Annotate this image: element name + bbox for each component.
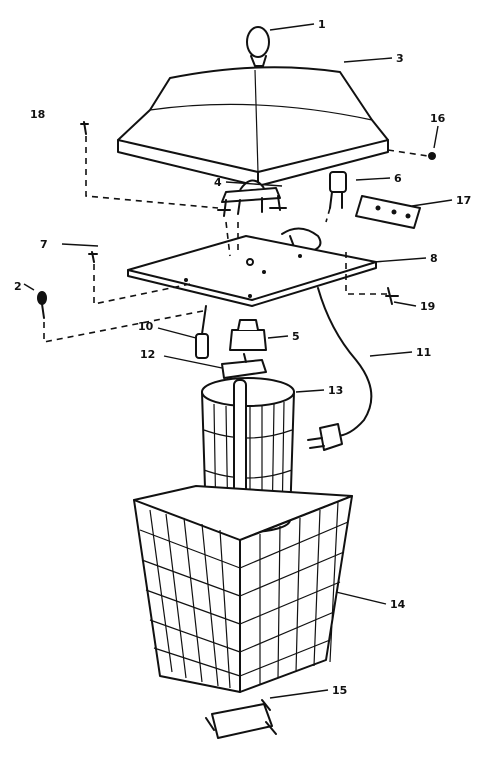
callout-13: 13 bbox=[328, 384, 343, 397]
callout-8: 8 bbox=[430, 252, 438, 265]
callout-labels: 1 2 3 4 5 6 7 8 10 11 12 13 14 15 16 17 … bbox=[14, 18, 471, 697]
part-12-lamp-clip bbox=[221, 353, 267, 379]
part-15-ballast bbox=[205, 699, 277, 739]
callout-17: 17 bbox=[456, 194, 471, 207]
part-8-chassis-plate bbox=[127, 221, 377, 307]
leader-lines bbox=[23, 23, 453, 699]
part-17-terminal-block bbox=[355, 195, 421, 229]
callout-19: 19 bbox=[420, 300, 435, 313]
callout-14: 14 bbox=[390, 598, 406, 611]
part-19-screw bbox=[345, 252, 399, 305]
callout-11: 11 bbox=[416, 346, 431, 359]
part-1-hanging-ring bbox=[246, 26, 270, 67]
callout-15: 15 bbox=[332, 684, 347, 697]
part-18-screw bbox=[80, 121, 219, 209]
part-16-screw bbox=[387, 149, 436, 160]
part-11-power-cord bbox=[307, 287, 373, 451]
callout-7: 7 bbox=[40, 238, 48, 251]
callout-4: 4 bbox=[214, 176, 222, 189]
part-2-screw bbox=[37, 291, 209, 343]
callout-16: 16 bbox=[430, 112, 446, 125]
part-5-lamp-socket bbox=[229, 319, 267, 351]
callout-6: 6 bbox=[394, 172, 402, 185]
part-7-screw bbox=[88, 251, 191, 305]
part-4-socket-bracket bbox=[217, 179, 287, 217]
part-6-switch bbox=[325, 171, 347, 223]
callout-3: 3 bbox=[396, 52, 404, 65]
part-13-grid-cylinder bbox=[201, 377, 295, 533]
callout-18: 18 bbox=[30, 108, 45, 121]
callout-5: 5 bbox=[292, 330, 300, 343]
callout-12: 12 bbox=[140, 348, 155, 361]
part-3-hood bbox=[117, 66, 389, 187]
part-10-capacitor bbox=[195, 305, 209, 359]
callout-10: 10 bbox=[138, 320, 154, 333]
part-14-outer-cage bbox=[133, 485, 353, 693]
callout-1: 1 bbox=[318, 18, 326, 31]
callout-2: 2 bbox=[14, 280, 22, 293]
